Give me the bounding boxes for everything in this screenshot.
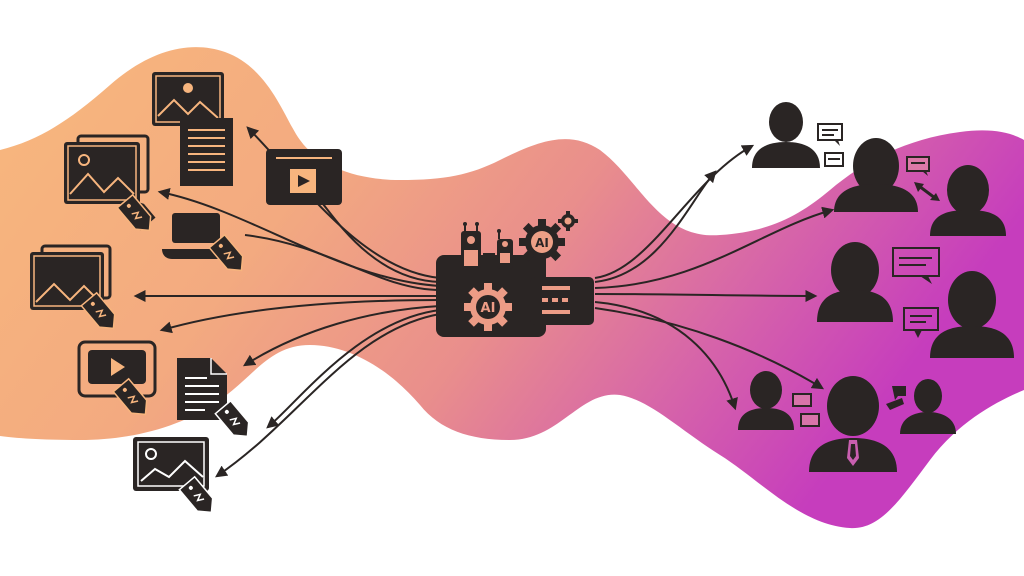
chat-bubble-icon [792, 393, 820, 427]
tag-icon [208, 233, 244, 272]
hub-ai-label: AI [481, 301, 496, 316]
person-icon [834, 138, 918, 212]
small-gear-icon [558, 211, 578, 231]
document-icon [180, 118, 233, 186]
left-connectors [133, 126, 441, 478]
chat-bubble-icon [892, 247, 940, 284]
tagged-image-stack-icon [30, 244, 112, 310]
tag-icon [80, 291, 116, 330]
gear-ai-icon-top: AI [519, 219, 565, 265]
exchange-arrow-icon [914, 182, 940, 201]
ai-hub: AI [436, 211, 594, 337]
person-icon [752, 102, 820, 168]
person-icon [738, 371, 794, 430]
video-window-icon [266, 149, 342, 205]
tagged-document-icon [177, 358, 227, 420]
exchange-chat-icon [886, 386, 906, 410]
image-icon [152, 72, 224, 126]
gear-ai-icon: AI [464, 283, 512, 331]
chat-bubble-icon [817, 123, 844, 167]
tag-icon [178, 475, 214, 514]
chat-bubble-icon [906, 156, 930, 176]
person-icon [930, 165, 1006, 236]
person-icon [817, 242, 893, 322]
tag-icon [116, 193, 152, 232]
robot-icon [461, 222, 513, 269]
tagged-laptop-icon [162, 213, 228, 259]
right-connectors [594, 144, 835, 411]
chat-bubble-icon [903, 307, 939, 338]
top-ai-label: AI [535, 236, 549, 250]
tagged-image-icon [133, 437, 209, 491]
businessman-icon [809, 376, 897, 472]
person-icon [930, 271, 1014, 358]
tag-icon [214, 399, 250, 438]
tag-icon [112, 377, 148, 416]
person-icon [900, 379, 956, 434]
